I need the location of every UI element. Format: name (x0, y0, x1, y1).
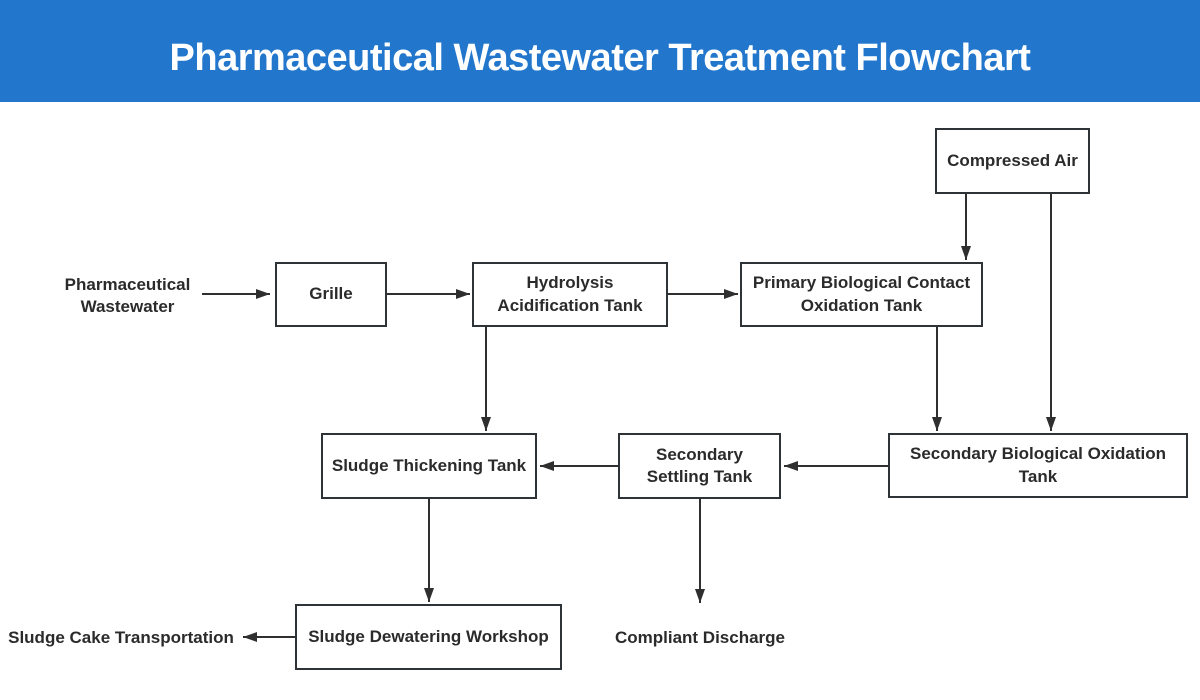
node-primary-biological-contact-oxidation-tank: Primary Biological Contact Oxidation Tan… (740, 262, 983, 327)
node-sludge-dewatering-workshop: Sludge Dewatering Workshop (295, 604, 562, 670)
label-pharmaceutical-wastewater: Pharmaceutical Wastewater (64, 274, 191, 316)
flow-arrows (202, 194, 1056, 642)
node-sludge-thickening-tank: Sludge Thickening Tank (321, 433, 537, 499)
node-hydrolysis-acidification-tank: Hydrolysis Acidification Tank (472, 262, 668, 327)
label-sludge-cake-transportation: Sludge Cake Transportation (8, 627, 234, 647)
page-title: Pharmaceutical Wastewater Treatment Flow… (169, 36, 1031, 79)
flowchart-canvas: Compressed Air Pharmaceutical Wastewater… (0, 102, 1200, 700)
title-banner: Pharmaceutical Wastewater Treatment Flow… (0, 0, 1200, 102)
node-secondary-biological-oxidation-tank: Secondary Biological Oxidation Tank (888, 433, 1188, 498)
node-secondary-settling-tank: Secondary Settling Tank (618, 433, 781, 499)
node-grille: Grille (275, 262, 387, 327)
node-compressed-air: Compressed Air (935, 128, 1090, 194)
label-compliant-discharge: Compliant Discharge (614, 627, 786, 647)
